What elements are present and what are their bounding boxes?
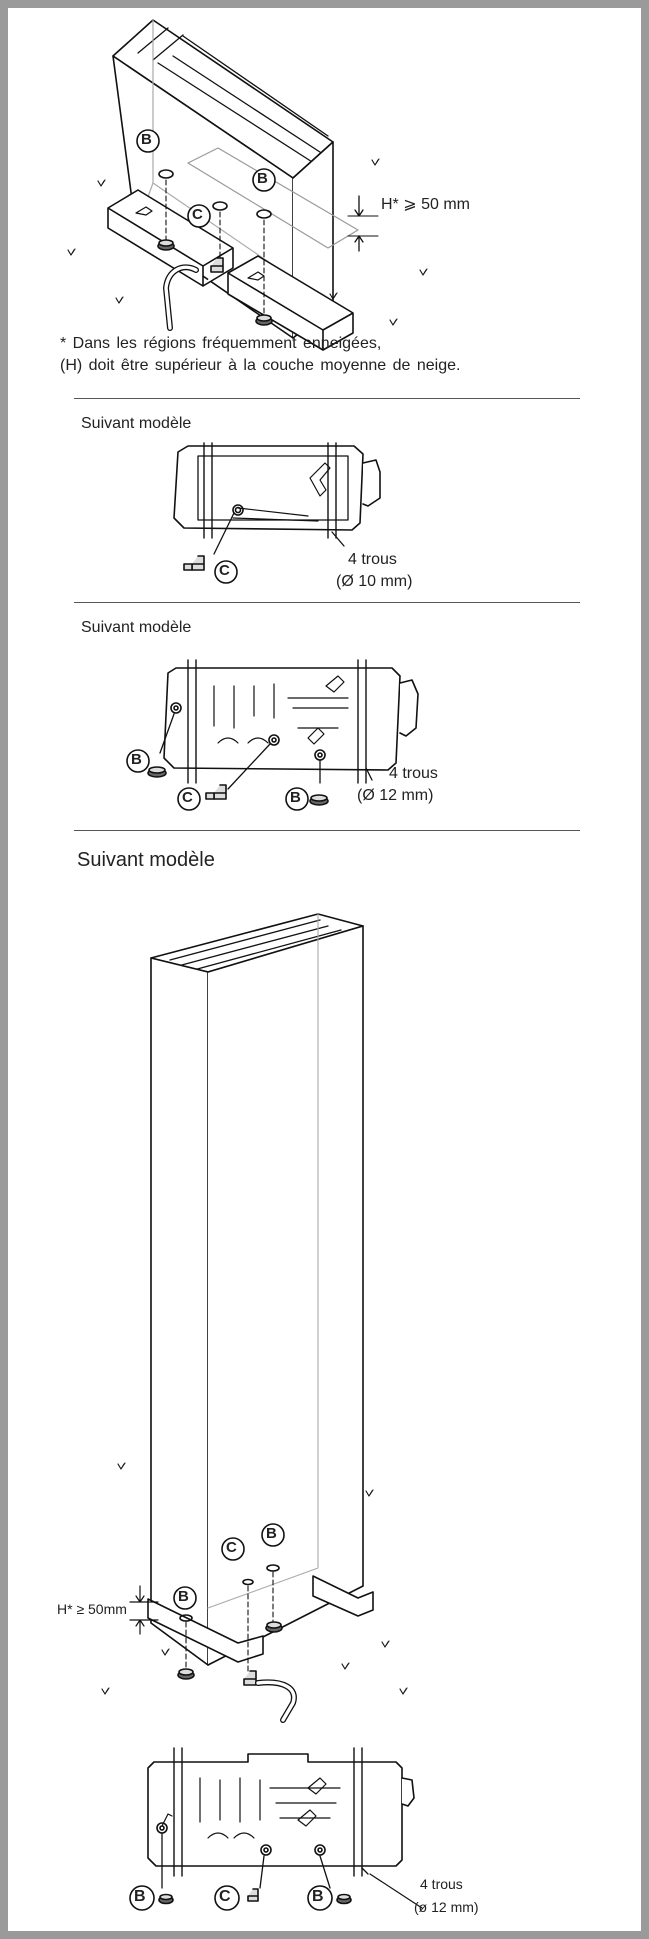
- marker-b-4a: [173, 1586, 197, 1610]
- unit-isometric-4: [129, 913, 374, 1723]
- marker-c-4-label: C: [226, 1539, 237, 1556]
- marker-b-3a: [126, 749, 150, 773]
- marker-b-3a-label: B: [131, 751, 142, 768]
- marker-b-5a: [129, 1885, 155, 1911]
- marker-b-5a-label: B: [134, 1888, 146, 1905]
- marker-b-5b-label: B: [312, 1888, 324, 1905]
- marker-b-4a-label: B: [178, 1588, 189, 1605]
- height-dimension-label-1: H* ⩾ 50 mm: [381, 196, 470, 213]
- section4-title: Suivant modèle: [77, 849, 215, 871]
- snow-marks-4: [101, 1462, 408, 1695]
- section2-title: Suivant modèle: [81, 415, 192, 432]
- marker-b-1b-label: B: [257, 170, 268, 187]
- height-dimension-label-4: H* ≥ 50mm: [57, 1601, 127, 1617]
- base-plate-5: [147, 1747, 423, 1909]
- diagram-page: B B C C B C B B C B B C B H* ⩾ 50 mm * D…: [8, 8, 641, 1931]
- marker-c-4: [221, 1537, 245, 1561]
- snow-marks-1: [67, 158, 428, 326]
- marker-c-1: [187, 204, 211, 228]
- marker-b-4b: [261, 1523, 285, 1547]
- marker-b-5b: [307, 1885, 333, 1911]
- holes-count-2: 4 trous: [348, 551, 397, 568]
- holes-count-3: 4 trous: [389, 765, 438, 782]
- snow-note-line2: (H) doit être supérieur à la couche moye…: [60, 357, 461, 374]
- marker-b-3b: [285, 787, 309, 811]
- holes-count-5: 4 trous: [420, 1876, 463, 1892]
- holes-diameter-3: (Ø 12 mm): [357, 787, 434, 804]
- snow-note-line1: * Dans les régions fréquemment enneigées…: [60, 335, 382, 352]
- marker-b-3b-label: B: [290, 789, 301, 806]
- marker-b-1a: [136, 129, 160, 153]
- marker-b-1a-label: B: [141, 131, 152, 148]
- marker-b-1b: [252, 168, 276, 192]
- marker-c-2: [214, 560, 238, 584]
- marker-c-3-label: C: [182, 789, 193, 806]
- divider-1: [74, 398, 580, 399]
- section3-title: Suivant modèle: [81, 619, 192, 636]
- marker-c-5: [214, 1885, 240, 1911]
- marker-b-4b-label: B: [266, 1525, 277, 1542]
- marker-c-3: [177, 787, 201, 811]
- marker-c-5-label: C: [219, 1888, 231, 1905]
- marker-c-2-label: C: [219, 562, 230, 579]
- holes-diameter-5: (ø 12 mm): [414, 1899, 479, 1915]
- installation-diagrams: [67, 19, 428, 1911]
- divider-2: [74, 602, 580, 603]
- holes-diameter-2: (Ø 10 mm): [336, 573, 413, 590]
- divider-3: [74, 830, 580, 831]
- base-plate-3: [147, 659, 419, 806]
- unit-isometric-1: [107, 19, 379, 351]
- base-plate-2: [173, 442, 381, 571]
- marker-c-1-label: C: [192, 206, 203, 223]
